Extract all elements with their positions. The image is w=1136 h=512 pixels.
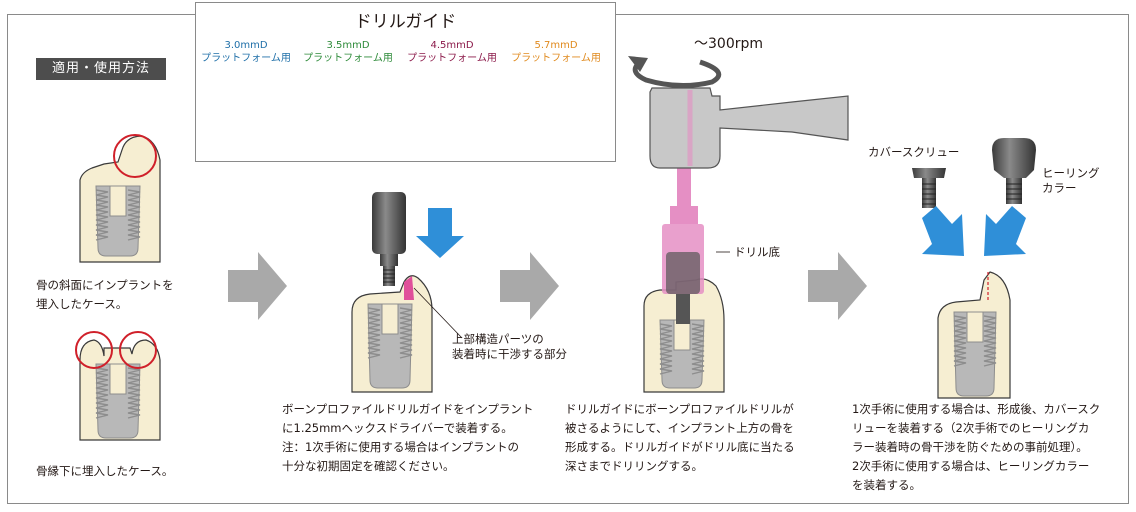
step1-text: ボーンプロファイルドリルガイドをインプラント に1.25mmヘックスドライバーで…: [282, 402, 534, 473]
step2-text: ドリルガイドにボーンプロファイルドリルが 被さるようにして、インプラント上方の骨…: [565, 402, 795, 473]
guide-size-label: 3.5mmD: [326, 40, 370, 51]
guide-size-label: 4.5mmD: [430, 40, 474, 51]
case1-caption: 骨の斜面にインプラントを 埋入したケース。: [36, 278, 174, 311]
step3-illustration: [912, 138, 1036, 399]
guide-platform-label: プラットフォーム用: [303, 53, 393, 64]
section-tag: 適用・使用方法: [36, 58, 166, 80]
cover-screw-label: カバースクリュー: [868, 145, 960, 159]
guide-size-label: 3.0mmD: [224, 40, 268, 51]
step2-illustration: [628, 56, 849, 393]
step-arrow-2: [500, 252, 559, 320]
interference-label: 上部構造パーツの 装着時に干渉する部分: [452, 332, 567, 361]
drill-guide-panel: ドリルガイド 3.0mmD プラットフォーム用 3.5mmD プラットフォーム用…: [195, 2, 616, 162]
bone-case2: [75, 331, 161, 441]
step3-text: 1次手術に使用する場合は、形成後、カバースク リューを装着する（2次手術でのヒー…: [852, 402, 1101, 492]
bone-case1: [79, 134, 161, 263]
guide-platform-label: プラットフォーム用: [201, 53, 291, 64]
step-arrow-1: [228, 252, 287, 320]
drill-guide-title: ドリルガイド: [354, 12, 457, 32]
healing-collar-label: ヒーリング カラー: [1042, 166, 1100, 195]
guide-size-label: 5.7mmD: [534, 40, 578, 51]
guide-size-4.5: 4.5mmD プラットフォーム用: [402, 39, 502, 65]
rpm-label: ～300rpm: [694, 36, 764, 52]
guide-size-3.0: 3.0mmD プラットフォーム用: [196, 39, 296, 65]
case2-caption: 骨縁下に埋入したケース。: [36, 464, 174, 478]
drill-bottom-label: ドリル底: [734, 245, 780, 259]
guide-size-3.5: 3.5mmD プラットフォーム用: [298, 39, 398, 65]
guide-platform-label: プラットフォーム用: [407, 53, 497, 64]
guide-platform-label: プラットフォーム用: [511, 53, 601, 64]
step-arrow-3: [808, 252, 867, 320]
step1-illustration: [351, 192, 464, 393]
guide-size-5.7: 5.7mmD プラットフォーム用: [506, 39, 606, 65]
